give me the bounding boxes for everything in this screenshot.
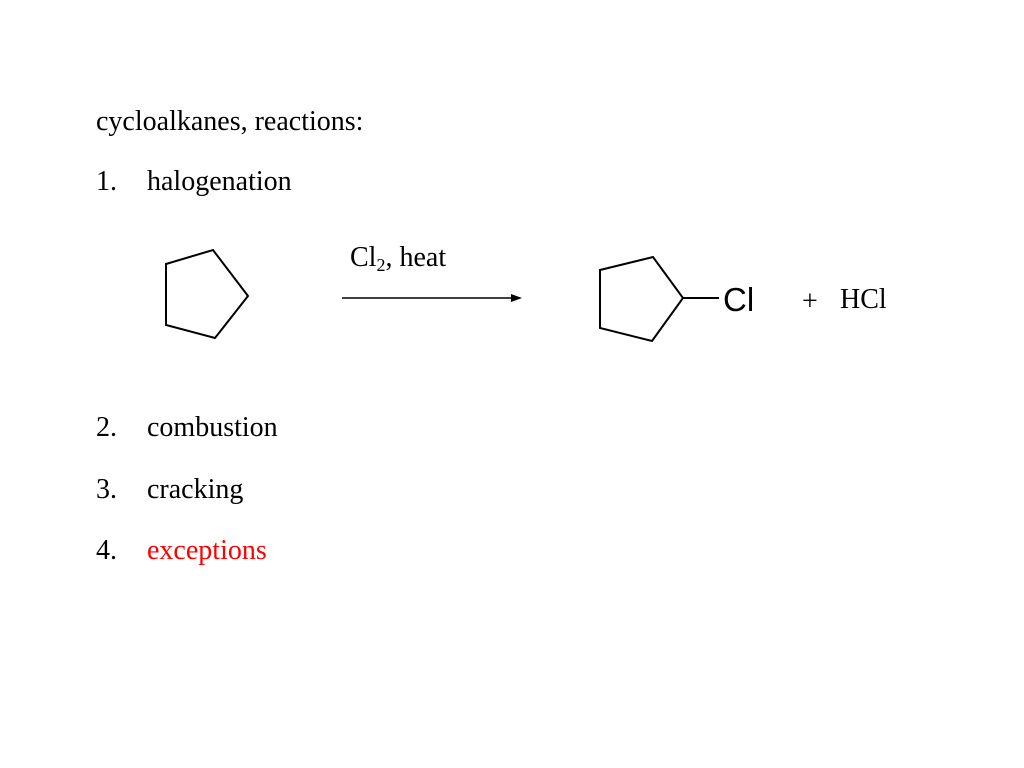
reagent-symbol: Cl bbox=[350, 242, 377, 273]
slide-heading: cycloalkanes, reactions: bbox=[96, 106, 364, 137]
list-item-number: 1. bbox=[96, 166, 117, 197]
chlorocyclopentane-ring bbox=[599, 255, 685, 343]
list-item-combustion: 2. combustion bbox=[96, 410, 278, 446]
list-item-label-highlighted: exceptions bbox=[147, 535, 267, 566]
plus-sign: + bbox=[802, 286, 818, 317]
list-item-exceptions: 4. exceptions bbox=[96, 533, 267, 569]
product-substituent-label: Cl bbox=[723, 281, 755, 318]
reaction-arrow-head bbox=[511, 294, 522, 302]
list-item-number: 3. bbox=[96, 474, 117, 505]
list-item-label: cracking bbox=[147, 474, 244, 505]
byproduct-label: HCl bbox=[840, 284, 887, 315]
list-item-number: 4. bbox=[96, 535, 117, 566]
list-item-halogenation: 1. halogenation bbox=[96, 164, 292, 200]
list-item-label: halogenation bbox=[147, 166, 292, 197]
list-item-number: 2. bbox=[96, 412, 117, 443]
cyclopentane-ring bbox=[165, 248, 250, 340]
reagent-conditions: , heat bbox=[385, 242, 447, 273]
list-item-cracking: 3. cracking bbox=[96, 472, 243, 508]
list-item-label: combustion bbox=[147, 412, 278, 443]
reagent-subscript: 2 bbox=[376, 255, 386, 275]
reaction-conditions: Cl2, heat bbox=[350, 240, 446, 276]
